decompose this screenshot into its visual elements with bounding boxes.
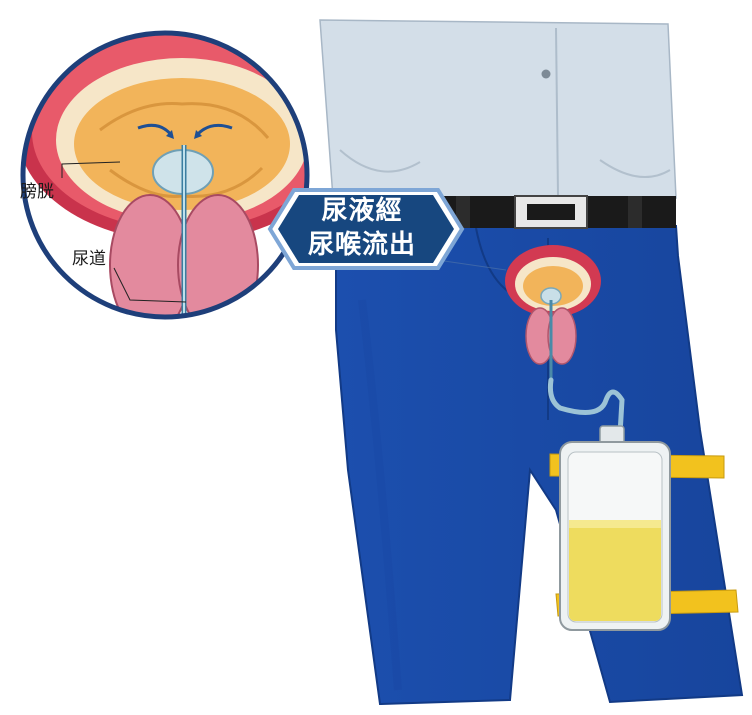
shirt: [320, 20, 676, 198]
urine-bag: [560, 426, 670, 630]
urethra-label: 尿道: [72, 251, 106, 268]
urine-level: [569, 520, 661, 621]
shirt-button-icon: [542, 70, 551, 79]
zoom-anatomy-circle: [17, 18, 347, 335]
callout-line-1: 尿液經: [268, 194, 456, 228]
callout-line-2: 尿喉流出: [268, 228, 456, 262]
callout-text: 尿液經 尿喉流出: [268, 194, 456, 262]
bladder-label: 膀胱: [20, 184, 54, 201]
